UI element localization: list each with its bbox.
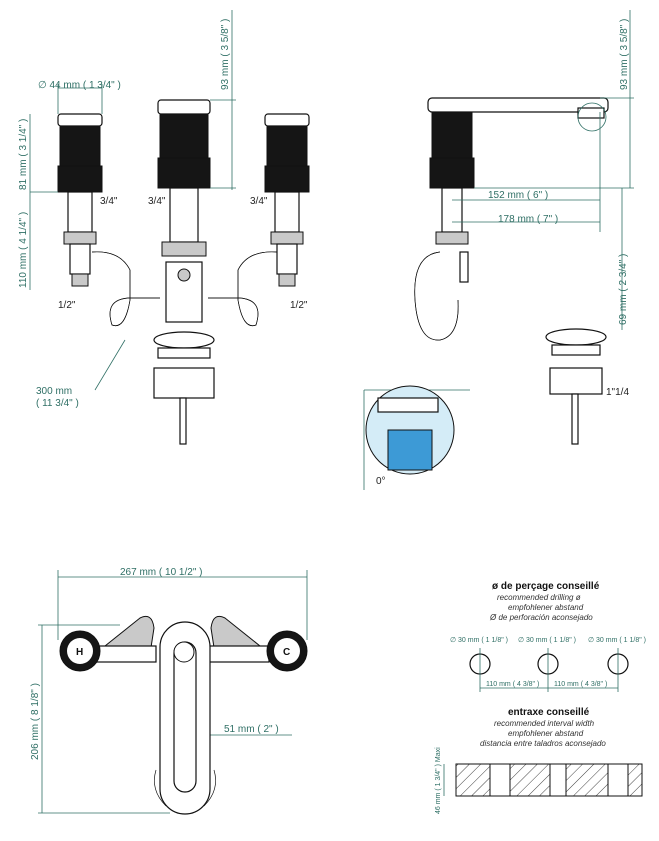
spacing-1-label: 110 mm ( 4 3/8" ) bbox=[486, 681, 539, 688]
height-handle-label: 81 mm ( 3 1/4" ) bbox=[18, 119, 29, 190]
offset-label: 51 mm ( 2" ) bbox=[224, 724, 279, 735]
drilling-en: recommended drilling ø bbox=[497, 593, 581, 602]
interval-title: entraxe conseillé bbox=[508, 707, 590, 718]
plan-view bbox=[38, 570, 308, 815]
height-body-label: 110 mm ( 4 1/4" ) bbox=[18, 212, 29, 288]
height-top-label: 93 mm ( 3 5/8" ) bbox=[220, 19, 231, 90]
countertop-section bbox=[443, 763, 643, 797]
interval-es: distancia entre taladros aconsejado bbox=[480, 739, 606, 748]
connector-left-label: 1/2" bbox=[58, 300, 76, 311]
hole-1-label: ∅ 30 mm ( 1 1/8" ) bbox=[450, 637, 508, 644]
interval-de: empfohlener abstand bbox=[508, 729, 584, 738]
drain-thread-label: 1"1/4 bbox=[606, 387, 629, 398]
hose-length-inch-label: ( 11 3/4" ) bbox=[36, 398, 79, 409]
drilling-es: Ø de perforación aconsejado bbox=[489, 613, 593, 622]
spout-height-label: 69 mm ( 2 3/4" ) bbox=[618, 254, 629, 325]
thread-right-label: 3/4" bbox=[250, 196, 268, 207]
interval-en: recommended interval width bbox=[494, 719, 595, 728]
connector-right-label: 1/2" bbox=[290, 300, 308, 311]
drilling-de: empfohlener abstand bbox=[508, 603, 584, 612]
cold-marker: C bbox=[283, 647, 290, 658]
angle-label: 0° bbox=[376, 476, 386, 487]
thread-center-label: 3/4" bbox=[148, 196, 166, 207]
diameter-cap-label: ∅ 44 mm ( 1 3/4" ) bbox=[38, 80, 121, 91]
reach-1-label: 152 mm ( 6" ) bbox=[488, 190, 548, 201]
side-view bbox=[363, 10, 634, 490]
drilling-holes bbox=[469, 648, 629, 692]
front-view bbox=[29, 10, 310, 445]
hose-length-label: 300 mm bbox=[36, 386, 72, 397]
thread-left-label: 3/4" bbox=[100, 196, 118, 207]
hole-2-label: ∅ 30 mm ( 1 1/8" ) bbox=[518, 637, 576, 644]
side-height-top-label: 93 mm ( 3 5/8" ) bbox=[619, 19, 630, 90]
hot-marker: H bbox=[76, 647, 83, 658]
total-depth-label: 206 mm ( 8 1/8" ) bbox=[30, 683, 41, 760]
reach-2-label: 178 mm ( 7" ) bbox=[498, 214, 558, 225]
hole-3-label: ∅ 30 mm ( 1 1/8" ) bbox=[588, 637, 646, 644]
spacing-2-label: 110 mm ( 4 3/8" ) bbox=[554, 681, 607, 688]
drilling-title: ø de perçage conseillé bbox=[492, 581, 600, 592]
thickness-label: 46 mm ( 1 3/4" ) Maxi bbox=[435, 747, 442, 814]
total-width-label: 267 mm ( 10 1/2" ) bbox=[120, 567, 202, 578]
